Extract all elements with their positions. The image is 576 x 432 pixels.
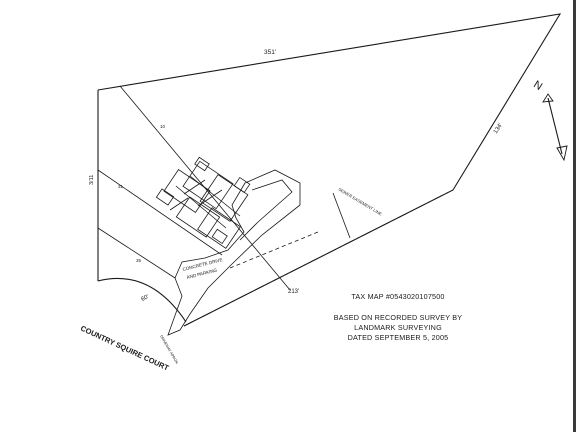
- street-label: COUNTRY SQUIRE COURT: [79, 324, 170, 373]
- survey-note-line-2: LANDMARK SURVEYING: [354, 323, 442, 332]
- building-footprint: [155, 156, 251, 249]
- page-edge: [573, 0, 576, 432]
- dim-arc: 60': [140, 294, 150, 303]
- lot-line-c: [97, 227, 176, 279]
- cul-de-sac-arc: [97, 277, 187, 323]
- dim-top: 351': [264, 49, 276, 56]
- dim-left: 3/11: [89, 175, 95, 185]
- easement-leader: [332, 192, 351, 239]
- easement-label: SEWER EASEMENT LINE: [337, 187, 383, 217]
- setback-line: [229, 231, 319, 269]
- dim-mid-b: 31: [118, 184, 124, 189]
- svg-text:N: N: [531, 79, 544, 93]
- lot-line-b: [97, 169, 223, 256]
- dim-bottom: 213': [288, 289, 299, 295]
- drive-inner-line: [239, 179, 293, 241]
- survey-note-line-3: DATED SEPTEMBER 5, 2005: [347, 333, 449, 342]
- property-boundary: [97, 13, 562, 327]
- survey-note-line-1: BASED ON RECORDED SURVEY BY: [333, 313, 463, 322]
- tax-map-number: TAX MAP #0543020107500: [351, 292, 445, 301]
- dim-right: 134': [493, 122, 504, 135]
- dim-mid-c: 35: [136, 258, 142, 263]
- concrete-drive: [167, 169, 301, 336]
- north-arrow-icon: N: [531, 79, 568, 162]
- dim-mid-a: 10: [160, 124, 166, 129]
